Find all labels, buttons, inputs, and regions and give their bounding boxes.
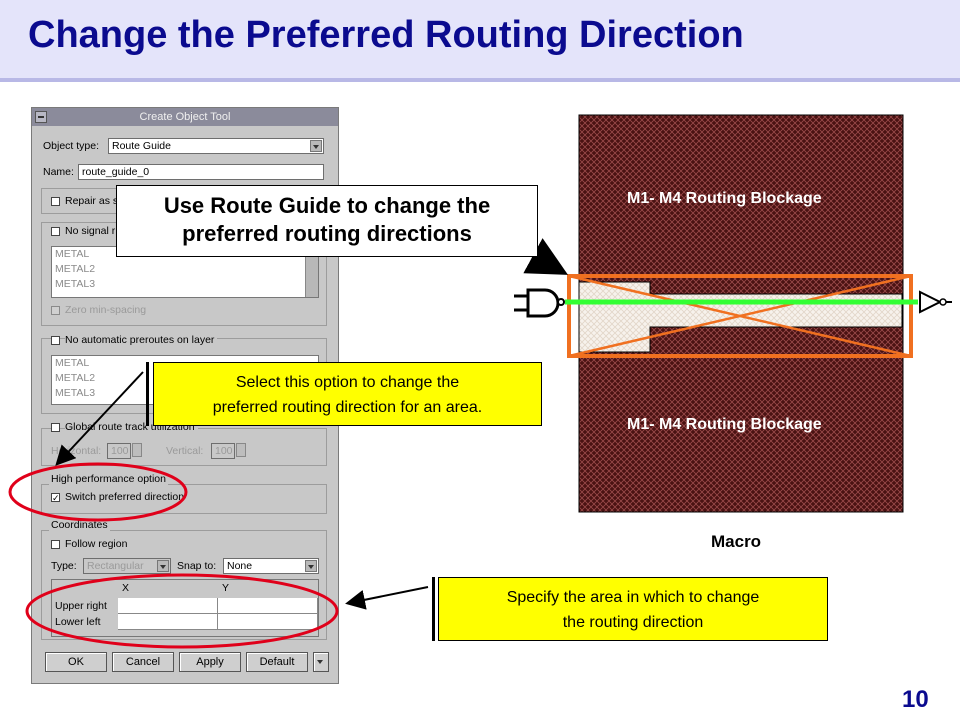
callout-line: Specify the area in which to change	[506, 589, 760, 606]
no-auto-preroutes-checkbox[interactable]	[51, 336, 60, 345]
coordinates-table: X Y Upper right Lower left	[51, 579, 319, 637]
route-guide-box	[567, 274, 913, 358]
global-route-checkbox[interactable]	[51, 423, 60, 432]
switch-direction-checkbox[interactable]: ✓	[51, 493, 60, 503]
follow-region-label: Follow region	[65, 538, 128, 550]
no-signal-checkbox[interactable]	[51, 227, 60, 236]
blockage-label-bottom: M1- M4 Routing Blockage	[627, 416, 822, 433]
lower-left-y-cell[interactable]	[218, 614, 318, 630]
list-item[interactable]: METAL	[55, 248, 90, 260]
more-options-button[interactable]	[313, 652, 329, 672]
chevron-down-icon[interactable]	[157, 560, 169, 572]
macro-label: Macro	[711, 532, 762, 551]
snap-label: Snap to:	[177, 560, 217, 572]
buffer-icon	[919, 290, 952, 314]
vertical-spinner[interactable]	[236, 443, 246, 457]
object-type-select[interactable]: Route Guide	[108, 138, 324, 154]
coordinates-highlight	[25, 573, 339, 649]
page-number: 10	[902, 686, 929, 713]
type-select[interactable]: Rectangular	[83, 558, 171, 574]
callout-edge-bar	[432, 577, 435, 641]
column-x: X	[122, 582, 130, 594]
select-option-arrow	[55, 371, 144, 466]
switch-direction-highlight	[8, 462, 188, 522]
chevron-down-icon	[315, 656, 327, 668]
coordinates-group	[41, 530, 327, 640]
repair-checkbox[interactable]	[51, 197, 60, 206]
blockage-label-top: M1- M4 Routing Blockage	[627, 190, 822, 207]
column-y: Y	[222, 582, 230, 594]
vertical-value: 100	[215, 445, 233, 457]
window-menu-icon[interactable]	[35, 111, 47, 123]
specify-area-callout: Specify the area in which to change the …	[438, 577, 828, 641]
route-guide-callout: Use Route Guide to change the preferred …	[116, 185, 538, 257]
list-item[interactable]: METAL3	[55, 278, 96, 290]
upper-right-x-cell[interactable]	[118, 598, 218, 614]
apply-button[interactable]: Apply	[179, 652, 241, 672]
title-rule	[0, 78, 960, 82]
callout-line: Use Route Guide to change the	[163, 193, 491, 218]
follow-region-checkbox[interactable]	[51, 540, 60, 549]
high-performance-label: High performance option	[49, 473, 168, 485]
snap-select[interactable]: None	[223, 558, 319, 574]
and-gate-icon	[514, 288, 565, 318]
list-item[interactable]: METAL3	[55, 387, 96, 399]
chevron-down-icon[interactable]	[310, 140, 322, 152]
list-scrollbar[interactable]	[305, 247, 318, 297]
type-value: Rectangular	[87, 560, 144, 572]
coordinates-label: Coordinates	[49, 519, 110, 531]
select-option-callout: Select this option to change the preferr…	[153, 362, 542, 426]
dialog-titlebar[interactable]: Create Object Tool	[32, 108, 338, 126]
name-value: route_guide_0	[82, 166, 150, 178]
chevron-down-icon[interactable]	[305, 560, 317, 572]
name-label: Name:	[43, 166, 74, 178]
no-auto-preroutes-label: No automatic preroutes on layer	[65, 334, 218, 346]
list-item[interactable]: METAL2	[55, 263, 96, 275]
cancel-button[interactable]: Cancel	[112, 652, 174, 672]
callout-line: Select this option to change the	[235, 374, 460, 391]
callout-edge-bar	[146, 362, 149, 426]
callout-line: preferred routing directions	[182, 221, 472, 246]
default-button[interactable]: Default	[246, 652, 308, 672]
callout-line: the routing direction	[562, 614, 704, 631]
horizontal-input[interactable]: 100	[107, 443, 131, 459]
row-upper-right: Upper right	[55, 600, 107, 612]
type-label: Type:	[51, 560, 77, 572]
list-item[interactable]: METAL2	[55, 372, 96, 384]
row-lower-left: Lower left	[55, 616, 101, 628]
list-item[interactable]: METAL	[55, 357, 90, 369]
snap-value: None	[227, 560, 253, 572]
vertical-input[interactable]: 100	[211, 443, 235, 459]
horizontal-value: 100	[111, 445, 129, 457]
repair-label: Repair as s	[65, 195, 119, 207]
title-band	[0, 0, 960, 78]
route-guide-diagonal	[568, 274, 912, 358]
name-input[interactable]: route_guide_0	[78, 164, 324, 180]
horizontal-spinner[interactable]	[132, 443, 142, 457]
object-type-label: Object type:	[43, 140, 100, 152]
no-signal-label: No signal r	[65, 225, 116, 237]
ok-button[interactable]: OK	[45, 652, 107, 672]
vertical-label: Vertical:	[166, 445, 204, 457]
switch-direction-label: Switch preferred direction	[65, 491, 185, 503]
zero-min-spacing-checkbox[interactable]	[51, 306, 60, 315]
zero-min-spacing-label: Zero min-spacing	[65, 304, 147, 316]
dialog-title: Create Object Tool	[139, 111, 231, 123]
specify-area-arrow	[345, 586, 429, 610]
object-type-value: Route Guide	[112, 140, 171, 152]
upper-right-y-cell[interactable]	[218, 598, 318, 614]
callout-line: preferred routing direction for an area.	[212, 399, 483, 416]
lower-left-x-cell[interactable]	[118, 614, 218, 630]
page-title: Change the Preferred Routing Direction	[28, 14, 744, 56]
